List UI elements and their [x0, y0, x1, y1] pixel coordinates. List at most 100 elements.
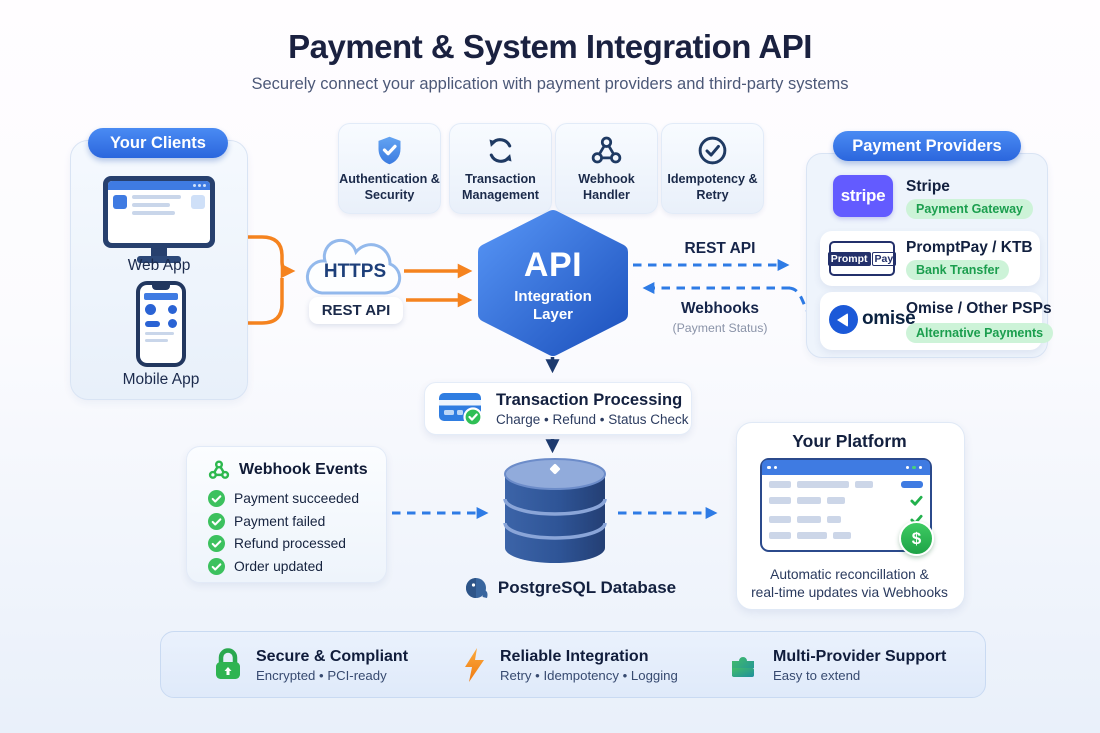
bolt-icon	[461, 647, 487, 683]
footer-item-reliable: Reliable Integration Retry • Idempotency…	[461, 644, 678, 686]
orange-request-arrows	[195, 235, 473, 325]
web-app-label: Web App	[127, 257, 191, 274]
footer-bar: Secure & Compliant Encrypted • PCI-ready…	[160, 631, 986, 698]
omise-logo-icon	[829, 305, 858, 334]
platform-caption-line1: Automatic reconcillation &	[770, 567, 929, 582]
webhook-event-label: Payment succeeded	[234, 491, 360, 506]
transaction-processing-card: Transaction Processing Charge • Refund •…	[424, 382, 692, 435]
webhook-event-label: Refund processed	[234, 536, 346, 551]
credit-card-icon	[438, 391, 484, 427]
webhook-event-item: Payment succeeded	[208, 490, 386, 507]
database-label-row: PostgreSQL Database	[440, 576, 700, 600]
stripe-logo: stripe	[833, 175, 893, 217]
webhooks-link-note: (Payment Status)	[672, 321, 768, 335]
webhook-event-item: Payment failed	[208, 512, 386, 530]
monitor-screen	[108, 181, 210, 243]
https-cloud-icon	[306, 238, 402, 295]
webhook-event-item: Refund processed	[208, 535, 386, 552]
sync-icon	[484, 134, 517, 167]
feature-card-transaction: Transaction Management	[449, 123, 552, 214]
footer-title: Multi-Provider Support	[773, 647, 947, 665]
feature-label: Webhook Handler	[578, 171, 635, 202]
app-tile-icon	[113, 195, 127, 209]
footer-subtitle: Encrypted • PCI-ready	[256, 667, 387, 683]
feature-card-idempotency: Idempotency & Retry	[661, 123, 764, 214]
api-hexagon	[478, 210, 628, 356]
feature-label: Transaction Management	[462, 171, 539, 202]
phone-screen	[140, 285, 182, 363]
webhook-green-icon	[208, 459, 230, 481]
omise-arrow-glyph	[837, 312, 848, 327]
webhook-events-title: Webhook Events	[239, 461, 368, 478]
api-hexagon-text: API Integration Layer	[493, 246, 613, 325]
rest-api-pill: REST API	[309, 297, 403, 324]
feature-card-authentication: Authentication & Security	[338, 123, 441, 214]
api-subtitle: Integration Layer	[514, 288, 592, 324]
clients-header-label: Your Clients	[110, 133, 206, 152]
providers-header-label: Payment Providers	[852, 136, 1002, 155]
provider-name-omise: Omise / Other PSPs	[906, 300, 1052, 317]
monitor-base	[137, 256, 181, 263]
dollar-badge-icon: $	[899, 521, 934, 556]
api-title: API	[523, 246, 583, 284]
stripe-logo-text: stripe	[840, 186, 886, 205]
check-badge-icon	[208, 535, 225, 552]
mobile-app-label: Mobile App	[122, 371, 200, 388]
webhook-icon	[590, 134, 623, 167]
monitor-header-bar	[108, 181, 210, 190]
monitor-content	[108, 190, 210, 224]
rest-api-pill-label: REST API	[321, 302, 391, 319]
feature-card-webhook: Webhook Handler	[555, 123, 658, 214]
database-cylinder	[503, 458, 607, 563]
providers-panel-header: Payment Providers	[833, 131, 1021, 161]
platform-table-illustration: $	[760, 458, 934, 556]
footer-title: Reliable Integration	[500, 647, 649, 665]
footer-item-multiprovider: Multi-Provider Support Easy to extend	[726, 644, 946, 686]
check-badge-icon	[208, 512, 225, 530]
footer-item-secure: Secure & Compliant Encrypted • PCI-ready	[213, 644, 408, 686]
provider-name-stripe: Stripe	[906, 178, 950, 195]
webhook-event-label: Order updated	[234, 558, 323, 574]
webhook-event-item: Order updated	[208, 557, 386, 575]
footer-subtitle: Easy to extend	[773, 667, 861, 683]
web-app-illustration	[103, 176, 215, 248]
footer-subtitle: Retry • Idempotency • Logging	[500, 667, 678, 683]
webhooks-link-label: Webhooks	[680, 300, 760, 317]
omise-logo-text: omise	[862, 308, 916, 329]
puzzle-icon	[726, 648, 760, 682]
provider-badge-promptpay: Bank Transfer	[906, 260, 1010, 280]
page-title: Payment & System Integration API	[288, 28, 812, 65]
promptpay-logo-text-1: Prompt	[827, 251, 871, 266]
page-subtitle: Securely connect your application with p…	[251, 75, 849, 93]
feature-label: Idempotency & Retry	[667, 171, 758, 202]
mobile-app-illustration	[136, 281, 186, 367]
webhook-events-card: Webhook Events Payment succeeded Payment…	[186, 446, 387, 583]
monitor-stand	[151, 248, 167, 257]
rest-api-link-label: REST API	[684, 240, 756, 257]
check-circle-icon	[696, 134, 729, 167]
platform-caption-line2: real-time updates via Webhooks	[751, 585, 948, 600]
platform-title: Your Platform	[792, 431, 907, 451]
blue-dashed-arrows	[392, 259, 821, 519]
postgresql-elephant-icon	[464, 576, 490, 600]
provider-badge-stripe: Payment Gateway	[906, 199, 1033, 219]
shield-check-icon	[373, 134, 406, 167]
clients-panel-header: Your Clients	[88, 128, 228, 158]
lock-icon	[213, 647, 243, 683]
provider-name-promptpay: PromptPay / KTB	[906, 239, 1033, 256]
table-header-bar	[762, 460, 930, 475]
provider-badge-omise: Alternative Payments	[906, 323, 1054, 343]
check-badge-icon	[208, 557, 225, 575]
database-label: PostgreSQL Database	[497, 578, 677, 597]
footer-title: Secure & Compliant	[256, 647, 409, 665]
promptpay-logo-text-2: Pay	[871, 251, 897, 266]
https-label: HTTPS	[323, 261, 387, 282]
transaction-processing-title: Transaction Processing	[496, 390, 683, 409]
feature-label: Authentication & Security	[339, 171, 440, 202]
phone-notch	[152, 285, 170, 290]
transaction-processing-subtitle: Charge • Refund • Status Check	[496, 411, 689, 427]
check-badge-icon	[208, 490, 225, 507]
